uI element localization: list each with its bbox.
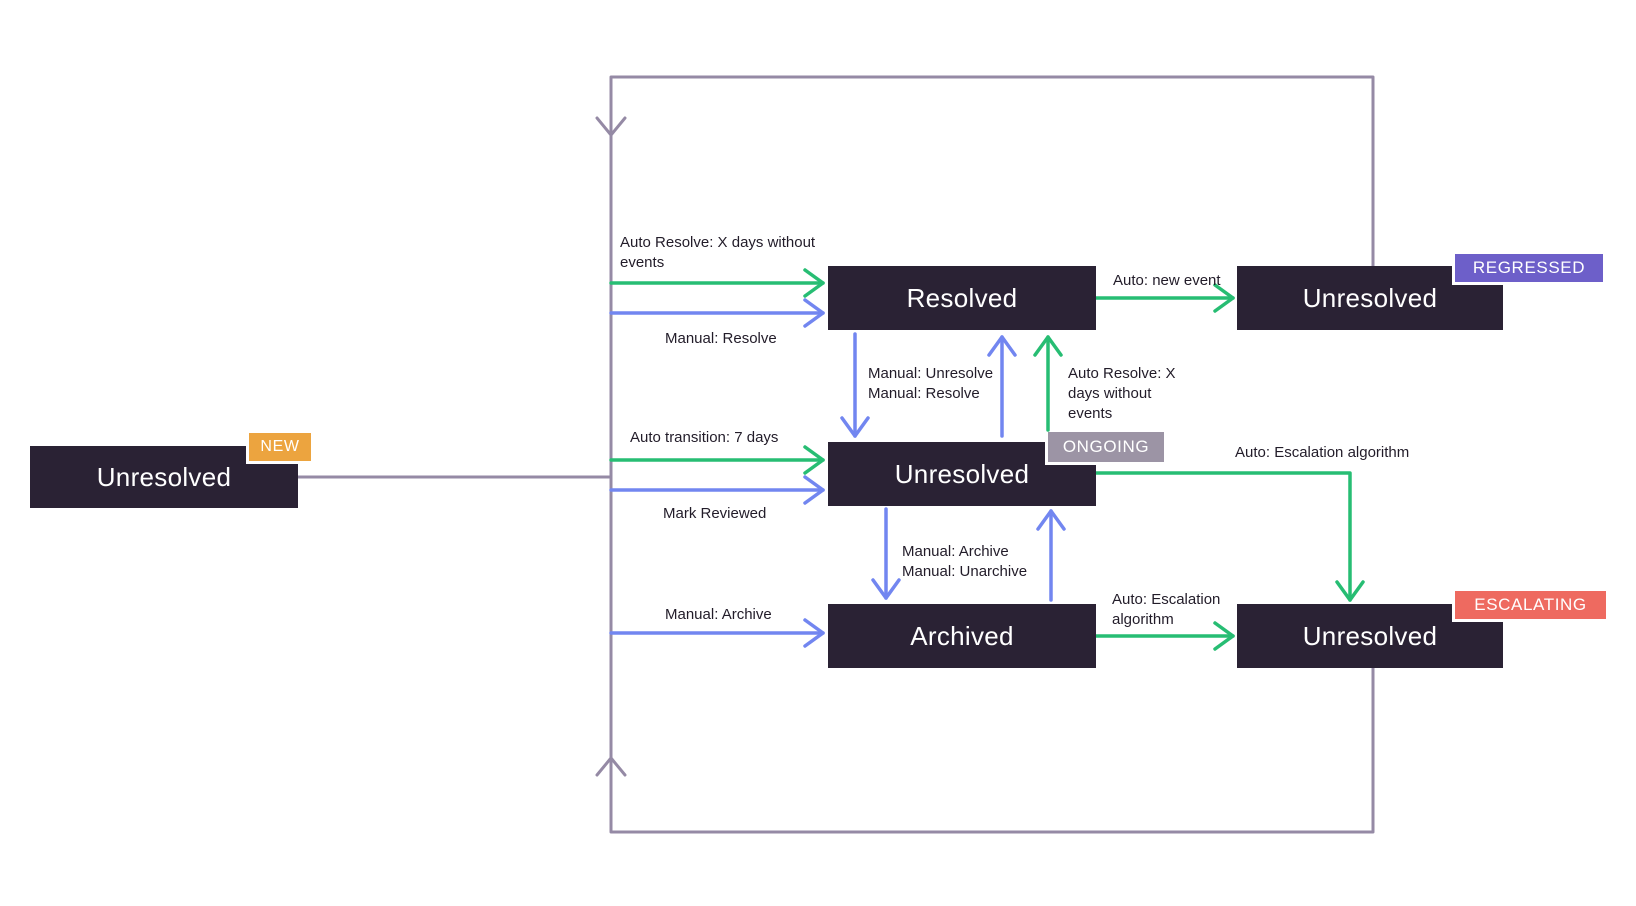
regressed-badge: REGRESSED: [1455, 254, 1603, 282]
loop-up-arrowhead-icon: [595, 756, 627, 777]
edge-label-manual-archive-left: Manual: Archive: [665, 606, 772, 623]
edge-auto-escalation-ongoing-to-escalating: [1094, 471, 1365, 602]
loop-down-arrowhead-icon: [595, 116, 627, 137]
ongoing-badge: ONGOING: [1048, 432, 1164, 462]
edge-label-manual-resolve-left: Manual: Resolve: [665, 330, 777, 347]
state-new-unresolved: Unresolved: [30, 446, 298, 508]
edge-label-auto-resolve-right: Auto Resolve: X days without events: [1068, 365, 1176, 422]
state-label: Resolved: [906, 282, 1018, 313]
state-label: Unresolved: [96, 461, 232, 492]
new-badge: NEW: [249, 433, 311, 461]
state-label: Archived: [910, 620, 1014, 651]
system-loop-line: [609, 75, 1375, 834]
state-archived: Archived: [828, 604, 1096, 668]
edge-label-auto-escalation-archived: Auto: Escalation algorithm: [1112, 591, 1221, 628]
escalating-badge: ESCALATING: [1455, 591, 1606, 619]
edge-label-mark-reviewed: Mark Reviewed: [663, 505, 767, 522]
edge-label-auto-resolve-left: Auto Resolve: X days without events: [620, 234, 816, 271]
edge-label-manual-archive-unarchive: Manual: Archive Manual: Unarchive: [902, 543, 1028, 580]
edge-label-auto-transition: Auto transition: 7 days: [630, 429, 779, 446]
state-resolved: Resolved: [828, 266, 1096, 330]
edge-label-auto-new-event: Auto: new event: [1113, 272, 1221, 289]
state-label: Unresolved: [1302, 620, 1438, 651]
edge-label-auto-escalation-ongoing: Auto: Escalation algorithm: [1235, 444, 1410, 461]
state-label: Unresolved: [894, 458, 1030, 489]
edge-label-manual-unresolve-resolve: Manual: Unresolve Manual: Resolve: [868, 365, 994, 402]
state-label: Unresolved: [1302, 282, 1438, 313]
